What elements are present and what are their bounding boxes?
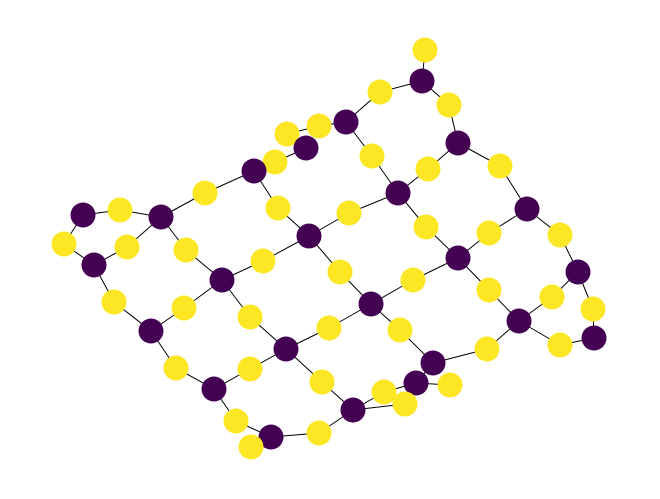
graph-node-yellow — [265, 195, 291, 221]
graph-node-yellow — [336, 200, 362, 226]
graph-node-yellow — [163, 355, 189, 381]
graph-node-yellow — [192, 180, 218, 206]
graph-node-yellow — [487, 153, 513, 179]
graph-node-yellow — [476, 277, 502, 303]
graph-node-yellow — [367, 79, 393, 105]
graph-node-yellow — [171, 295, 197, 321]
graph-node-yellow — [114, 234, 140, 260]
graph-node-yellow — [387, 317, 413, 343]
graph-node-purple — [258, 424, 284, 450]
graph-node-purple — [293, 135, 319, 161]
graph-node-yellow — [474, 336, 500, 362]
graph-node-yellow — [237, 356, 263, 382]
graph-node-purple — [138, 318, 164, 344]
graph-node-yellow — [392, 391, 418, 417]
graph-node-purple — [385, 180, 411, 206]
graph-node-purple — [358, 291, 384, 317]
graph-node-yellow — [51, 231, 77, 257]
nodes-layer — [51, 37, 607, 460]
graph-node-purple — [565, 259, 591, 285]
graph-node-yellow — [547, 332, 573, 358]
graph-node-purple — [445, 130, 471, 156]
graph-node-purple — [81, 252, 107, 278]
graph-node-purple — [506, 308, 532, 334]
graph-node-purple — [273, 336, 299, 362]
graph-node-yellow — [412, 37, 438, 63]
graph-node-yellow — [539, 284, 565, 310]
graph-node-yellow — [316, 315, 342, 341]
graph-node-purple — [403, 370, 429, 396]
graph-node-yellow — [262, 149, 288, 175]
graph-node-yellow — [327, 259, 353, 285]
graph-node-yellow — [237, 304, 263, 330]
graph-node-yellow — [476, 220, 502, 246]
graph-node-yellow — [547, 222, 573, 248]
graph-node-yellow — [371, 379, 397, 405]
graph-node-yellow — [437, 372, 463, 398]
graph-node-yellow — [101, 289, 127, 315]
graph-node-yellow — [250, 248, 276, 274]
graph-node-yellow — [415, 156, 441, 182]
graph-node-purple — [333, 109, 359, 135]
graph-node-purple — [340, 397, 366, 423]
graph-node-purple — [581, 325, 607, 351]
graph-node-yellow — [400, 267, 426, 293]
graph-node-purple — [445, 245, 471, 271]
graph-node-purple — [241, 158, 267, 184]
graph-node-yellow — [413, 214, 439, 240]
graph-node-purple — [209, 267, 235, 293]
graph-node-purple — [148, 204, 174, 230]
graph-node-yellow — [306, 420, 332, 446]
graph-node-yellow — [359, 143, 385, 169]
graph-node-yellow — [580, 296, 606, 322]
graph-node-yellow — [173, 237, 199, 263]
graph-node-purple — [70, 202, 96, 228]
graph-node-yellow — [306, 113, 332, 139]
graph-node-purple — [409, 68, 435, 94]
graph-node-purple — [420, 350, 446, 376]
graph-node-yellow — [223, 408, 249, 434]
graph-node-yellow — [274, 121, 300, 147]
graph-node-yellow — [238, 434, 264, 460]
graph-node-yellow — [436, 92, 462, 118]
graph-node-yellow — [107, 197, 133, 223]
graph-node-purple — [514, 196, 540, 222]
graph-node-yellow — [309, 369, 335, 395]
graph-node-purple — [201, 376, 227, 402]
graph-node-purple — [296, 223, 322, 249]
